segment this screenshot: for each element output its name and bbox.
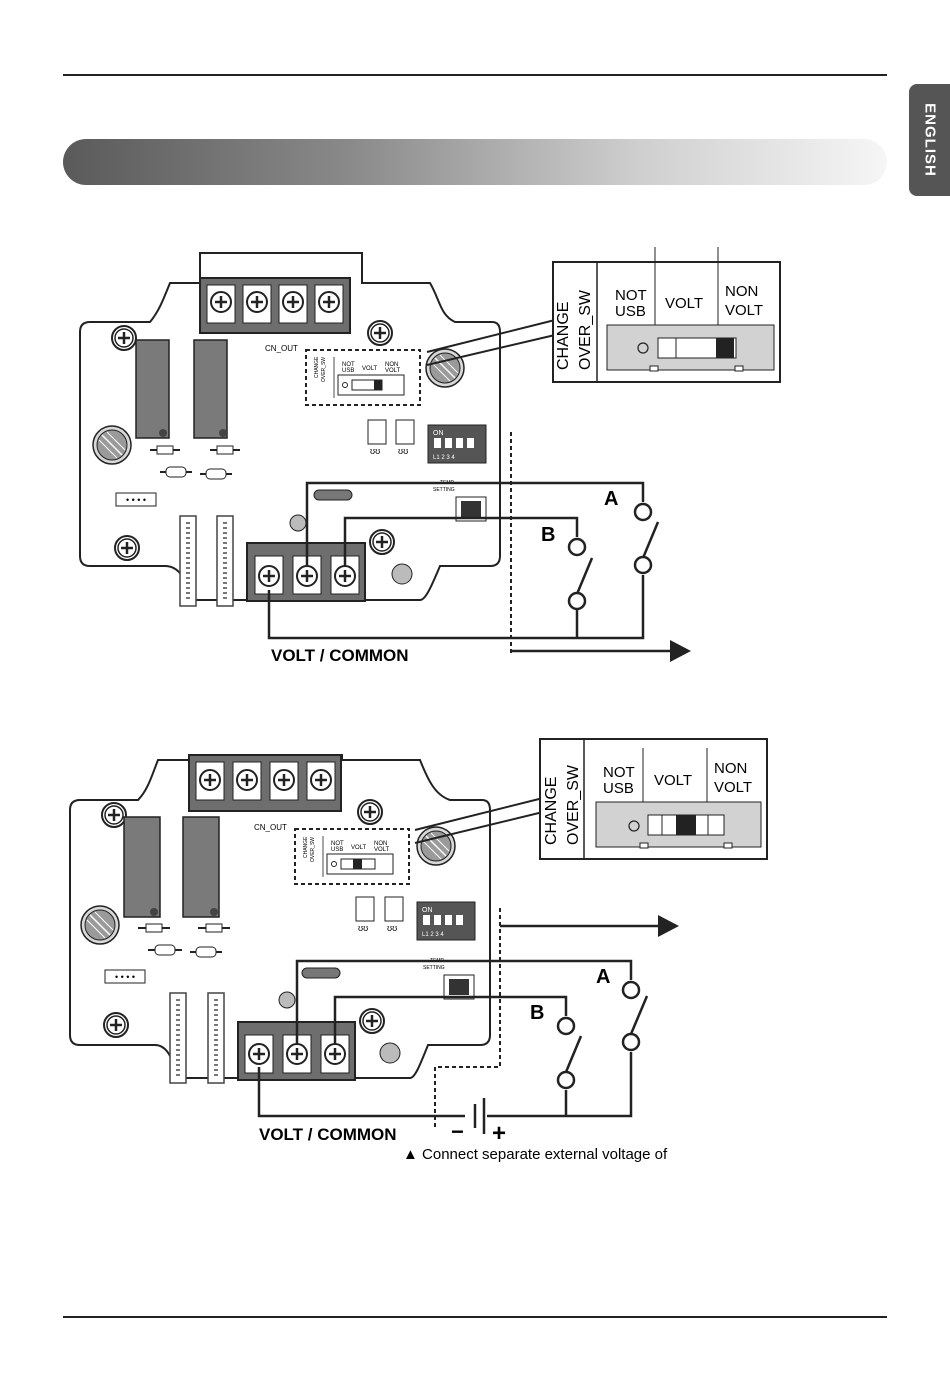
board-switch-text: VOLT (374, 847, 390, 853)
cn-out-label: CN_OUT (265, 344, 298, 353)
board-switch-text: NOT (342, 362, 355, 368)
relay-2 (193, 339, 228, 439)
language-tab[interactable]: ENGLISH (909, 84, 950, 196)
board-switch-text: OVER_SW (310, 837, 316, 862)
board-switch-text: VOLT (385, 368, 401, 374)
svg-text:ʊʊ: ʊʊ (358, 923, 368, 933)
board-switch-text: USB (342, 368, 354, 374)
wiring-1 (267, 481, 645, 640)
switch-a-label: A (604, 488, 618, 510)
callout-option-non-volt: VOLT (714, 779, 752, 796)
change-over-switch-callout-1: CHANGE OVER_SW NOT USB VOLT NON VOLT (552, 247, 781, 383)
relay-1 (123, 816, 161, 918)
temp-setting-label: SETTING (433, 487, 455, 493)
svg-text:ʊʊ: ʊʊ (398, 446, 408, 456)
change-over-switch-callout-2: CHANGE OVER_SW NOT USB VOLT NON VOLT (539, 738, 768, 860)
relay-1 (135, 339, 170, 439)
output-arrow-1 (670, 640, 691, 662)
callout-side-label: OVER_SW (565, 764, 582, 845)
dip-numbers: L1 2 3 4 (433, 455, 455, 461)
board-switch-text: VOLT (362, 366, 378, 372)
temp-setting-label: SETTING (423, 965, 445, 971)
dip-on-label: ON (422, 907, 433, 914)
callout-side-label: CHANGE (543, 777, 560, 845)
switch-b-blade (575, 557, 594, 595)
switch-a-blade (629, 995, 649, 1035)
dip-on-label: ON (433, 430, 444, 437)
board-switch-text: NOT (331, 841, 344, 847)
callout-switch-slider (716, 338, 734, 358)
volt-common-label-1: VOLT / COMMON (271, 646, 409, 665)
diagram-1: • • • • CN_OUT CHANGE OVER_SW NOT USB VO… (79, 247, 781, 665)
callout-side-label: OVER_SW (577, 289, 594, 370)
board-switch-text: NON (374, 841, 387, 847)
boundary-dashed-line-2 (434, 908, 501, 1128)
dip-switch (416, 901, 476, 941)
wiring-2 (257, 959, 633, 1118)
output-arrow-2 (658, 915, 679, 937)
bottom-rule (63, 1316, 887, 1318)
external-voltage-note: ▲ Connect separate external voltage of (403, 1146, 668, 1163)
relay-2 (182, 816, 220, 918)
callout-option-volt: VOLT (665, 295, 703, 312)
callout-option-not-usb: NOT (603, 764, 635, 781)
callout-option-not-usb: USB (603, 780, 634, 797)
svg-text:ʊʊ: ʊʊ (370, 446, 380, 456)
svg-text:ʊʊ: ʊʊ (387, 923, 397, 933)
board-switch-text: VOLT (351, 845, 367, 851)
callout-option-volt: VOLT (654, 772, 692, 789)
top-rule (63, 74, 887, 76)
battery-plus: + (492, 1120, 506, 1147)
battery-minus: − (451, 1119, 464, 1144)
board-switch-text: OVER_SW (321, 357, 327, 382)
board-switch-text: CHANGE (314, 356, 320, 378)
board-switch-highlight (305, 349, 421, 406)
callout-option-non-volt: NON (714, 760, 747, 777)
board-switch-highlight (294, 828, 410, 885)
callout-option-not-usb: NOT (615, 287, 647, 304)
callout-switch-slider (676, 815, 696, 835)
switch-b-label: B (541, 524, 555, 546)
board-switch-text: NON (385, 362, 398, 368)
switch-b-label: B (530, 1002, 544, 1024)
diagram-2: • • • • CN_OUT CHANGE OVER_SW NOT USB VO… (69, 738, 768, 1163)
callout-option-not-usb: USB (615, 303, 646, 320)
svg-text:• • • •: • • • • (115, 972, 135, 982)
switch-b-blade (564, 1035, 583, 1073)
cn-out-label: CN_OUT (254, 823, 287, 832)
switch-a-blade (641, 521, 660, 559)
svg-text:• • • •: • • • • (126, 495, 146, 505)
board-switch-text: USB (331, 847, 343, 853)
volt-common-label-2: VOLT / COMMON (259, 1125, 397, 1144)
board-outline (79, 252, 501, 601)
board-switch-text: CHANGE (303, 836, 309, 858)
switch-a-label: A (596, 966, 610, 988)
section-header-bar (63, 139, 887, 185)
callout-option-non-volt: NON (725, 283, 758, 300)
callout-option-non-volt: VOLT (725, 302, 763, 319)
callout-side-label: CHANGE (555, 302, 572, 370)
dip-numbers: L1 2 3 4 (422, 932, 444, 938)
